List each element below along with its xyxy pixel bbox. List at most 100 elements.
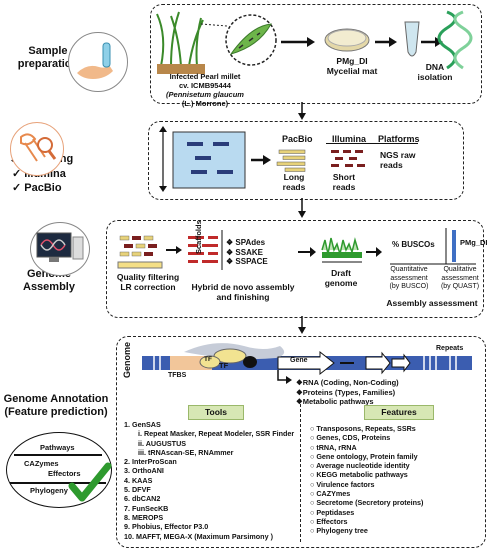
output-item: ❖RNA (Coding, Non-Coding)	[296, 378, 399, 388]
annotation-label-line2: (Feature prediction)	[4, 406, 108, 418]
diamond-icon: ❖	[296, 387, 303, 397]
tool-item: iii. tRNAscan-SE, RNAmmer	[138, 447, 234, 457]
platforms-label: Platforms	[378, 134, 420, 144]
feature-item: ○ Average nucleotide identity	[310, 461, 410, 471]
tool-item: 2. InterProScan	[124, 457, 177, 467]
illumina-label: Illumina	[332, 134, 367, 144]
feature-item: ○ Virulence factors	[310, 479, 375, 489]
feature-text: Transposons, Repeats, SSRs	[316, 424, 416, 433]
diamond-icon: ❖	[226, 238, 234, 247]
annotation-box	[116, 336, 486, 548]
venn-label-cazymes: CAZymes	[24, 459, 59, 468]
sequencer-magnifier-icon	[20, 133, 57, 162]
tool-item: 7. FunSecKB	[124, 503, 169, 513]
quant-line: (by BUSCO)	[389, 283, 429, 290]
feature-item: ○ Secretome (Secretory proteins)	[310, 498, 424, 508]
annotation-venn	[6, 432, 112, 508]
feature-item: ○ Transposons, Repeats, SSRs	[310, 424, 416, 433]
venn-label-pathways: Pathways	[40, 443, 75, 452]
genome-label: Genome	[122, 341, 132, 378]
quant-line: Quantitative	[390, 266, 428, 273]
feature-text: CAZYmes	[316, 489, 351, 499]
feature-text: Average nucleotide identity	[316, 461, 410, 471]
repeats-label: Repeats	[436, 345, 464, 352]
sample-prep-illustration	[156, 10, 473, 74]
quast-label: PMg_DI	[460, 238, 488, 247]
assembler-item: ❖ SSPACE	[226, 257, 268, 267]
check-icon: ✓	[12, 168, 22, 180]
feature-item: ○ Peptidases	[310, 507, 355, 517]
ngs-raw-reads-label: NGS raw reads	[380, 150, 416, 170]
feature-text: Secretome (Secretory proteins)	[316, 498, 424, 508]
tool-item: 10. MAFFT, MEGA-X (Maximum Parsimony )	[124, 531, 273, 541]
mycelial-caption: PMg_DI Mycelial mat	[312, 56, 392, 76]
check-item-pacbio: ✓ PacBio	[12, 181, 66, 195]
hand-tube-icon	[77, 42, 113, 79]
plant-caption: Infected Pearl millet cv. ICMB95444 (Pen…	[150, 72, 260, 108]
dna-isolation-line: DNA	[425, 62, 445, 72]
feature-text: KEGG metabolic pathways	[316, 470, 408, 480]
output-pathways: Metabolic pathways	[302, 397, 374, 406]
tool-item: ii. AUGUSTUS	[138, 438, 187, 448]
feature-text: Virulence factors	[316, 479, 375, 489]
assembler-sspace: SSPACE	[235, 257, 268, 266]
checkmark-icon	[68, 462, 112, 502]
tool-item: 1. GenSAS	[124, 420, 161, 429]
dna-isolation-caption: DNA isolation	[405, 62, 465, 82]
lr-line: LR correction	[120, 282, 176, 292]
plant-caption-line: (L.) Morrone)	[181, 99, 229, 108]
hybrid-caption: Hybrid de novo assembly and finishing	[188, 282, 298, 302]
diamond-icon: ❖	[296, 378, 303, 387]
assembler-item: ❖ SPAdes	[226, 238, 268, 248]
pacbio-label: PacBio	[282, 134, 313, 144]
short-reads-label: Short reads	[332, 172, 356, 192]
diamond-icon: ❖	[226, 247, 234, 257]
output-rna: RNA (Coding, Non-Coding)	[302, 378, 399, 387]
tool-item: i. Repeat Masker, Repeat Modeler, SSR Fi…	[138, 429, 295, 439]
sample-prep-icon	[68, 32, 128, 92]
hybrid-line: and finishing	[216, 292, 270, 302]
feature-item: ○ KEGG metabolic pathways	[310, 470, 408, 480]
quality-caption: Quality filtering LR correction	[112, 272, 184, 292]
plant-caption-line: cv. ICMB95444	[179, 81, 231, 90]
draft-line: Draft	[331, 268, 351, 278]
mycelial-caption-line: Mycelial mat	[326, 66, 378, 76]
assembler-list: ❖ SPAdes ❖ SSAKE ❖ SSPACE	[226, 238, 268, 267]
tool-item: 6. dbCAN2	[124, 494, 161, 504]
stage-label-sample: Sample preparation	[2, 45, 94, 71]
plant-icon	[156, 11, 205, 74]
annotation-outputs: ❖RNA (Coding, Non-Coding) ❖Proteins (Typ…	[296, 378, 399, 407]
stage-label-annotation: Genome Annotation (Feature prediction)	[0, 393, 112, 419]
tf-label-small: TF	[204, 356, 212, 363]
gene-label: Gene	[290, 357, 308, 364]
features-header: Features	[364, 405, 434, 420]
platform-checklist: ✓ Illumina ✓ PacBio	[12, 167, 66, 195]
qual-line: Qualitative	[443, 266, 477, 273]
feature-text: Peptidases	[316, 507, 355, 517]
assembler-item: ❖ SSAKE	[226, 248, 268, 258]
tf-label: TF	[219, 361, 229, 370]
assembler-spades: SPAdes	[235, 238, 266, 247]
sample-prep-box	[150, 4, 482, 104]
feature-text: Phylogeny tree	[316, 526, 368, 536]
check-label-pacbio: PacBio	[24, 182, 62, 194]
sequencing-icon	[10, 122, 64, 176]
qual-line: (by QUAST)	[440, 283, 480, 290]
feature-item: ○ Effectors	[310, 516, 348, 526]
plant-caption-line: (Pennisetum glaucum	[166, 90, 244, 99]
feature-item: ○ Gene ontology, Protein family	[310, 451, 418, 461]
diamond-icon: ❖	[296, 397, 303, 406]
quant-line: assessment	[390, 274, 428, 282]
tool-item: 8. MEROPS	[124, 512, 164, 522]
genome-illustration	[142, 343, 472, 384]
features-list: ○ Transposons, Repeats, SSRs ○ Genes, CD…	[310, 424, 423, 536]
draft-caption: Draft genome	[316, 268, 366, 288]
scaffolds-label: Scaffolds	[194, 220, 203, 254]
long-reads-label: Long reads	[282, 172, 306, 192]
feature-text: Genes, CDS, Proteins	[316, 433, 391, 443]
venn-label-effectors: Effectors	[48, 469, 81, 478]
feature-item: ○ Phylogeny tree	[310, 526, 368, 536]
dna-isolation-line: isolation	[417, 72, 453, 82]
venn-label-phylogeny: Phylogeny	[30, 486, 68, 495]
mycelial-caption-line: PMg_DI	[336, 56, 368, 66]
